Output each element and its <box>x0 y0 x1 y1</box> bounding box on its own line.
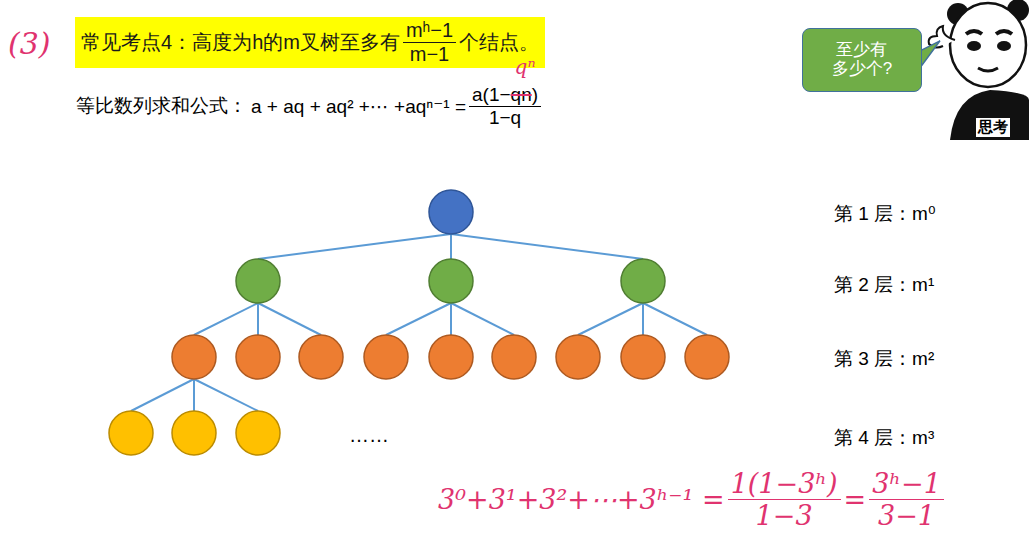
tree-edge <box>258 303 321 335</box>
tree-node <box>172 411 216 455</box>
level-label: 第 2 层：m¹ <box>834 272 934 298</box>
tree-edge <box>386 303 451 335</box>
tree-node <box>492 335 536 379</box>
highlighted-title: 常见考点4： 高度为h 的m叉树至多有 mʰ−1 m−1 个结点。 <box>75 17 545 68</box>
tree-edge <box>258 234 451 259</box>
ellipsis: …… <box>349 424 389 447</box>
tree-edge <box>194 303 258 335</box>
tree-edge <box>193 379 195 411</box>
denominator: m−1 <box>407 43 452 66</box>
tree-node <box>109 411 153 455</box>
fraction: 1(1−3ʰ) 1−3 <box>728 468 841 531</box>
denominator: 3−1 <box>875 500 938 531</box>
tree-node <box>685 335 729 379</box>
denominator: 1−3 <box>753 500 816 531</box>
formula-row: 等比数列求和公式： a + aq + aq² +⋯ +aqⁿ⁻¹ = a(1−q… <box>76 84 544 129</box>
tree-node <box>429 190 473 234</box>
tree-node <box>236 411 280 455</box>
tree-node <box>429 259 473 303</box>
callout-bubble: 至少有 多少个? <box>802 28 922 92</box>
tree-node <box>236 259 280 303</box>
tree-edge <box>578 303 643 335</box>
tree-node <box>172 335 216 379</box>
tree-edge <box>450 234 452 259</box>
meme-caption: 思考 <box>976 118 1010 137</box>
numerator: a(1−qnqⁿ) <box>469 84 541 107</box>
formula-text: a + aq + aq² +⋯ +aqⁿ⁻¹ = <box>251 95 466 118</box>
tree-edge <box>451 234 643 259</box>
numerator-part: ) <box>532 84 538 105</box>
handwritten-formula: 3⁰+3¹+3²+⋯+3ʰ⁻¹ = 1(1−3ʰ) 1−3 = 3ʰ−1 3−1 <box>438 468 947 531</box>
tree-node <box>621 335 665 379</box>
tree-node <box>364 335 408 379</box>
numerator: mʰ−1 <box>403 19 456 43</box>
tree-edge <box>451 303 514 335</box>
tree-edge <box>257 303 259 335</box>
numerator: 1(1−3ʰ) <box>728 468 841 500</box>
tree-node <box>236 335 280 379</box>
tree-node <box>556 335 600 379</box>
denominator: 1−q <box>486 107 524 129</box>
formula-text: 等比数列求和公式： <box>76 93 247 119</box>
handwritten-term: qⁿ <box>515 56 536 79</box>
fraction: a(1−qnqⁿ) 1−q <box>469 84 541 129</box>
numerator: 3ʰ−1 <box>869 468 944 500</box>
title-text: 个结点。 <box>459 29 539 56</box>
panda-figure <box>929 0 1029 140</box>
fraction: mʰ−1 m−1 <box>403 19 456 66</box>
struck-term: qn <box>511 84 532 105</box>
level-label: 第 1 层：m⁰ <box>834 201 936 227</box>
level-label: 第 4 层：m³ <box>834 425 934 451</box>
fraction: 3ʰ−1 3−1 <box>869 468 944 531</box>
tree-edge <box>642 303 644 335</box>
title-text: 常见考点4： <box>81 29 192 56</box>
section-number: (3) <box>8 26 51 61</box>
tree-node <box>299 335 343 379</box>
hand-text: = <box>844 484 867 515</box>
tree-node <box>429 335 473 379</box>
title-text: 高度为h <box>192 29 263 56</box>
level-label: 第 3 层：m² <box>834 346 934 372</box>
numerator-part: a(1− <box>472 84 511 105</box>
hand-text: 3⁰+3¹+3²+⋯+3ʰ⁻¹ = <box>438 484 725 515</box>
tree-node <box>621 259 665 303</box>
title-text: 的m叉树至多有 <box>263 29 400 56</box>
tree-edge <box>450 303 452 335</box>
tree-edge <box>131 379 194 411</box>
tree-edge <box>194 379 258 411</box>
callout-text: 至少有 多少个? <box>826 41 897 78</box>
tree-edge <box>643 303 707 335</box>
